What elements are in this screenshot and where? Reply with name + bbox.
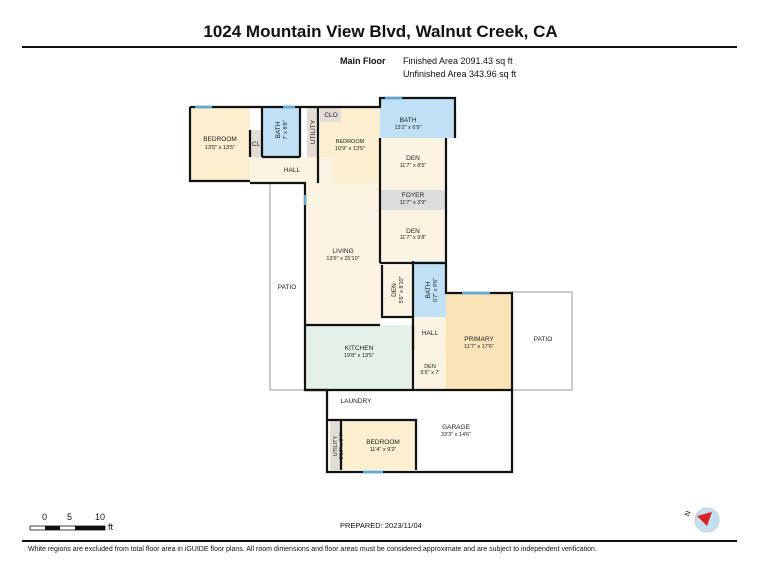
room-den-1 bbox=[380, 138, 446, 190]
label-foyer: FOYER bbox=[402, 192, 425, 199]
compass-icon: N bbox=[684, 507, 720, 533]
label-bath-3: BATH bbox=[425, 281, 432, 298]
room-bath-3 bbox=[413, 261, 446, 317]
label-hall-2: HALL bbox=[422, 330, 439, 337]
dim-primary: 11'7" x 17'6" bbox=[464, 344, 494, 350]
patio-left bbox=[269, 182, 306, 391]
dim-den-3: 5'6" x 8'10" bbox=[399, 276, 405, 303]
dim-bedroom-1: 13'5" x 13'5" bbox=[205, 145, 235, 151]
label-patio-right: PATIO bbox=[534, 336, 553, 343]
room-den-4 bbox=[415, 350, 446, 390]
dim-living: 13'6" x 25'10" bbox=[326, 256, 359, 262]
label-living: LIVING bbox=[332, 248, 353, 255]
label-kitchen: KITCHEN bbox=[345, 345, 374, 352]
patio-right bbox=[511, 291, 573, 391]
label-hall-1: HALL bbox=[284, 167, 301, 174]
room-bedroom-1 bbox=[190, 107, 250, 181]
dim-garage: 33'3" x 14'6" bbox=[441, 432, 471, 438]
scale-label-10: 10 bbox=[95, 512, 106, 522]
floor-label: Main Floor bbox=[340, 56, 386, 66]
unfinished-area: Unfinished Area 343.96 sq ft bbox=[403, 69, 517, 79]
room-den-3 bbox=[382, 265, 413, 317]
room-kitchen bbox=[305, 325, 413, 390]
label-laundry: LAUNDRY bbox=[341, 398, 373, 405]
room-bath-2 bbox=[380, 98, 455, 138]
dim-den-4: 5'6" x 7' bbox=[420, 370, 439, 376]
label-garage: GARAGE bbox=[442, 424, 470, 431]
room-den-2 bbox=[380, 210, 446, 263]
label-den-4: DEN bbox=[424, 364, 436, 370]
room-bedroom-3 bbox=[341, 420, 416, 470]
header-divider bbox=[22, 46, 737, 48]
disclaimer: White regions are excluded from total fl… bbox=[28, 546, 597, 553]
dim-foyer: 11'7" x 3'9" bbox=[400, 200, 427, 206]
room-clo bbox=[320, 107, 341, 122]
dim-bedroom-3: 11'4" x 9'2" bbox=[370, 447, 397, 453]
scale-label-0: 0 bbox=[42, 512, 48, 522]
dim-utility-2: 3'10" x 9'4" bbox=[339, 432, 345, 459]
scale-bar bbox=[29, 525, 106, 531]
compass-north-label: N bbox=[684, 510, 692, 517]
windows bbox=[195, 96, 490, 474]
finished-area: Finished Area 2091.43 sq ft bbox=[403, 56, 513, 66]
label-clo: CLO bbox=[324, 112, 337, 119]
room-utility-2 bbox=[330, 420, 341, 470]
dim-den-2: 11'7" x 9'8" bbox=[400, 235, 427, 241]
dim-bath-2: 13'2" x 6'9" bbox=[394, 125, 421, 131]
label-den-1: DEN bbox=[406, 155, 420, 162]
room-hall-1 bbox=[250, 157, 333, 183]
label-bedroom-3: BEDROOM bbox=[366, 439, 400, 446]
dim-den-1: 11'7" x 8'5" bbox=[400, 163, 427, 169]
wall-gap bbox=[300, 107, 307, 157]
room-hall-2 bbox=[413, 317, 446, 350]
label-utility-1: UTILITY bbox=[310, 119, 317, 144]
label-bath-2: BATH bbox=[400, 117, 417, 124]
room-foyer bbox=[380, 190, 446, 210]
room-living bbox=[305, 183, 380, 325]
room-closet bbox=[250, 130, 262, 157]
footer-divider bbox=[22, 540, 737, 542]
label-primary: PRIMARY bbox=[464, 336, 494, 343]
label-den-3: DEN bbox=[391, 283, 398, 297]
walls bbox=[188, 96, 514, 474]
label-bath-1: BATH bbox=[275, 121, 282, 138]
label-bedroom-1: BEDROOM bbox=[203, 136, 237, 143]
dim-bath-3: 5'7" x 9'6" bbox=[433, 278, 439, 302]
label-patio-left: PATIO bbox=[278, 284, 297, 291]
dim-kitchen: 19'8" x 13'5" bbox=[344, 353, 374, 359]
scale-label-5: 5 bbox=[67, 512, 73, 522]
label-bedroom-2: BEDROOM bbox=[336, 139, 365, 145]
prepared-date: PREPARED: 2023/11/04 bbox=[340, 521, 422, 530]
room-utility-1 bbox=[307, 107, 318, 157]
label-cl: CL bbox=[252, 141, 261, 148]
dim-bath-1: 7' x 8'8" bbox=[283, 120, 289, 139]
dim-bedroom-2: 10'9" x 13'5" bbox=[335, 146, 365, 152]
room-bath-1 bbox=[262, 107, 300, 157]
room-primary bbox=[446, 293, 512, 390]
label-den-2: DEN bbox=[406, 228, 420, 235]
label-utility-2: UTILITY bbox=[333, 435, 339, 456]
page-title: 1024 Mountain View Blvd, Walnut Creek, C… bbox=[203, 22, 558, 41]
scale-unit: ft bbox=[108, 522, 114, 532]
